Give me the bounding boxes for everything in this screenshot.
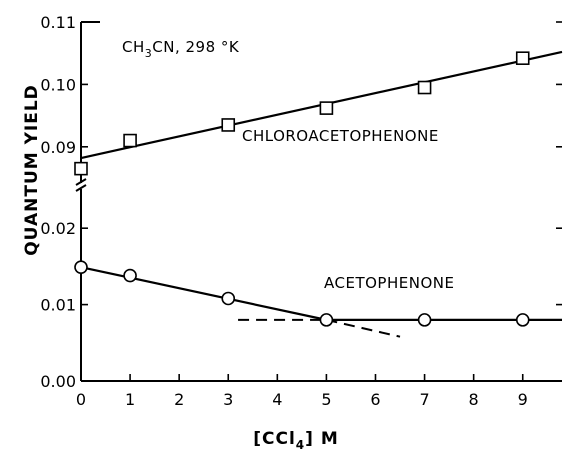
series-label-chloroacetophenone: CHLOROACETOPHENONE: [242, 127, 439, 145]
square-marker: [221, 118, 236, 132]
x-tick-label: 8: [469, 390, 479, 409]
circle-marker: [417, 313, 432, 327]
tick-labels: 0 1 2 3 4 5 6 7 8 9 0.09 0.10 0.11 0.00 0.01 0.02: [40, 13, 527, 409]
x-axis-label-subscript: 4: [296, 438, 305, 452]
y-tick-label-lower: 0.00: [40, 372, 76, 391]
y-tick-label-upper: 0.09: [40, 138, 76, 157]
y-axis-label: QUANTUM YIELD: [22, 84, 42, 256]
x-tick-label: 2: [174, 390, 184, 409]
axis-break-mark-1: [75, 178, 87, 186]
circle-marker: [123, 268, 137, 283]
square-marker: [515, 51, 530, 65]
square-marker: [123, 133, 137, 148]
fit-line-series-1: [80, 266, 327, 321]
circle-marker: [319, 313, 334, 327]
y-tick-label-upper: 0.11: [40, 13, 76, 32]
x-axis-label: [CCl4] M: [253, 429, 339, 452]
circle-marker: [515, 313, 530, 327]
square-marker: [417, 80, 432, 95]
conditions-main: CH: [122, 38, 145, 56]
conditions-annotation: CH3CN, 298 °K: [122, 38, 240, 60]
circle-marker: [221, 291, 236, 306]
x-tick-label: 5: [321, 390, 331, 409]
conditions-tail: CN, 298 °K: [152, 38, 240, 56]
data-markers: [74, 51, 530, 327]
x-tick-label: 7: [419, 390, 429, 409]
conditions-subscript: 3: [145, 47, 153, 60]
chart-axes: [75, 21, 562, 382]
x-axis-label-tail: ] M: [305, 429, 339, 449]
y-tick-label-upper: 0.10: [40, 75, 76, 94]
x-tick-label: 6: [370, 390, 380, 409]
x-tick-label: 0: [76, 390, 86, 409]
circle-marker: [74, 260, 88, 274]
y-tick-label-lower: 0.02: [40, 219, 76, 238]
x-axis-label-main: [CCl: [253, 429, 296, 449]
square-marker: [74, 161, 88, 176]
axis-break-mark-2: [75, 184, 87, 192]
x-tick-label: 9: [518, 390, 528, 409]
x-tick-label: 4: [272, 390, 282, 409]
series-label-acetophenone: ACETOPHENONE: [324, 274, 454, 292]
dashed-extension-series-1: [326, 318, 401, 338]
y-tick-label-lower: 0.01: [40, 296, 76, 315]
x-tick-label: 3: [223, 390, 233, 409]
x-tick-label: 1: [125, 390, 135, 409]
fit-lines: [80, 50, 563, 338]
square-marker: [319, 101, 334, 115]
